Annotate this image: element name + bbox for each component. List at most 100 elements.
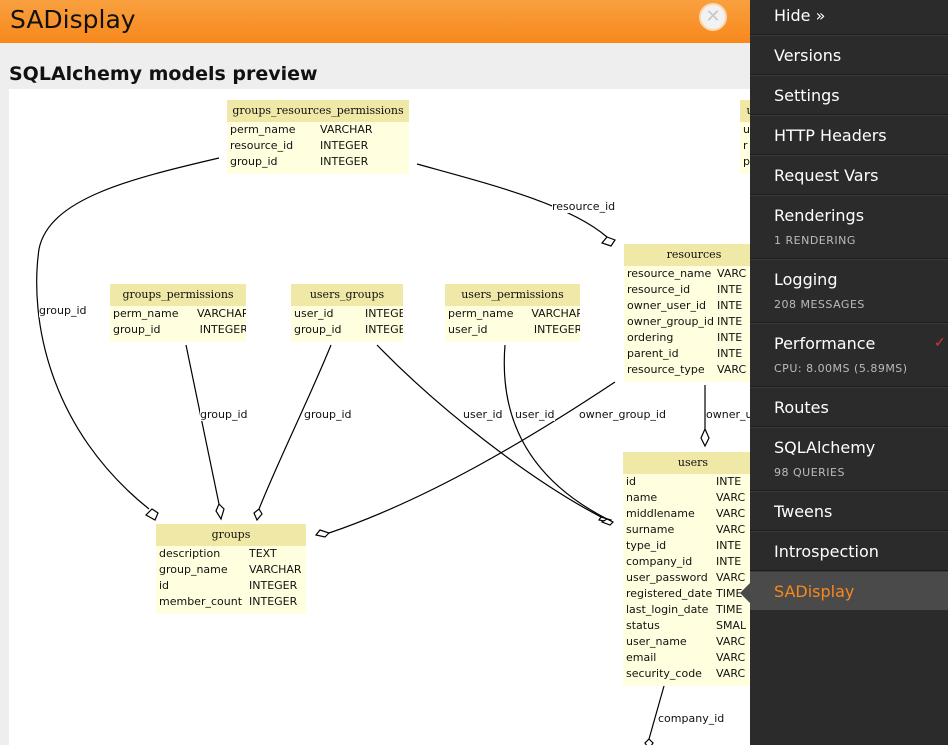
edge-label: user_id <box>515 408 555 421</box>
nav-label: SQLAlchemy <box>774 438 876 457</box>
column-type: VARCHAR <box>320 123 373 136</box>
top-bar: SADisplay ✕ <box>0 0 750 43</box>
checkmark-icon[interactable]: ✓ <box>934 335 946 351</box>
column-name: p <box>743 155 750 168</box>
column-name: resource_type <box>627 363 705 376</box>
table-title: users <box>623 452 750 474</box>
column-row: id INTEGER <box>156 578 306 594</box>
column-name: id <box>626 475 637 488</box>
column-name: owner_user_id <box>627 299 707 312</box>
column-name: middlename <box>626 507 695 520</box>
column-type: INTE <box>716 539 742 552</box>
column-name: u <box>743 123 750 136</box>
column-name: resource_id <box>627 283 691 296</box>
divider <box>750 194 948 196</box>
column-type: SMAL <box>716 619 747 632</box>
column-name: user_id <box>448 323 488 336</box>
column-type: INTEGER <box>533 323 580 336</box>
diamond-icon <box>700 427 710 448</box>
nav-label: HTTP Headers <box>774 126 887 145</box>
relationship-lines <box>36 157 710 745</box>
column-type: VARC <box>716 523 746 536</box>
column-name: perm_name <box>230 123 296 136</box>
edge-ug-groups <box>258 344 332 510</box>
column-name: resource_name <box>627 267 712 280</box>
nav-item-tweens[interactable]: Tweens <box>750 492 948 530</box>
column-type: VARCHAR <box>249 563 302 576</box>
nav-label: Renderings <box>774 206 865 225</box>
column-name: group_id <box>230 155 278 168</box>
nav-item-sqlalchemy[interactable]: SQLAlchemy 98 QUERIES <box>750 428 948 490</box>
nav-item-http-headers[interactable]: HTTP Headers <box>750 116 948 154</box>
nav-item-logging[interactable]: Logging 208 MESSAGES <box>750 260 948 322</box>
column-type: VARC <box>716 651 746 664</box>
nav-label: Logging <box>774 270 838 289</box>
nav-label: Routes <box>774 398 829 417</box>
column-name: surname <box>626 523 675 536</box>
column-type: TEXT <box>249 547 277 560</box>
column-type: VARCHAR <box>196 307 246 320</box>
edge-users-company <box>648 685 665 740</box>
divider <box>750 490 948 492</box>
column-row: u <box>740 122 750 138</box>
column-name: description <box>159 547 221 560</box>
diamond-icon <box>644 738 654 745</box>
nav-item-renderings[interactable]: Renderings 1 RENDERING <box>750 196 948 258</box>
column-name: ordering <box>627 331 674 344</box>
edge-gp-groups <box>185 344 220 505</box>
edge-label: owner_u <box>706 408 750 421</box>
table-title: groups_resources_permissions <box>227 100 409 122</box>
close-icon[interactable]: ✕ <box>699 3 727 31</box>
edge-up-users <box>503 344 608 520</box>
column-type: INTEGER <box>364 307 403 320</box>
hide-toolbar-button[interactable]: Hide » <box>750 0 948 34</box>
divider <box>750 322 948 324</box>
nav-item-versions[interactable]: Versions <box>750 36 948 74</box>
column-name: group_name <box>159 563 228 576</box>
nav-item-introspection[interactable]: Introspection <box>750 532 948 570</box>
column-row: user_id INTEGER <box>445 322 580 338</box>
nav-sublabel: 98 QUERIES <box>774 466 845 479</box>
active-indicator <box>740 583 750 603</box>
column-name: resource_id <box>230 139 294 152</box>
divider <box>750 386 948 388</box>
table-users-groups: users_groups user_idINTEGERgroup_idINTEG… <box>291 284 403 342</box>
diamond-icon <box>253 508 263 522</box>
diamond-icon <box>600 518 615 526</box>
table-title: resources <box>624 244 750 266</box>
divider <box>750 114 948 116</box>
nav-item-performance[interactable]: Performance ✓ CPU: 8.00MS (5.89MS) <box>750 324 948 386</box>
nav-item-settings[interactable]: Settings <box>750 76 948 114</box>
column-type: INTEGER <box>249 595 298 608</box>
nav-item-routes[interactable]: Routes <box>750 388 948 426</box>
nav-item-request-vars[interactable]: Request Vars <box>750 156 948 194</box>
column-name: status <box>626 619 660 632</box>
column-row: resource_id INTEGER <box>227 138 409 154</box>
column-name: id <box>159 579 170 592</box>
column-type: INTE <box>717 347 743 360</box>
column-type: VARC <box>717 267 747 280</box>
nav-item-sadisplay[interactable]: SADisplay <box>740 572 948 610</box>
edge-grp-resources <box>416 163 608 238</box>
column-name: security_code <box>626 667 702 680</box>
table-title: users_groups <box>291 284 403 306</box>
column-type: INTEGER <box>249 579 298 592</box>
column-type: INTE <box>716 555 742 568</box>
column-type: INTEGER <box>320 139 369 152</box>
column-type: VARC <box>716 635 746 648</box>
